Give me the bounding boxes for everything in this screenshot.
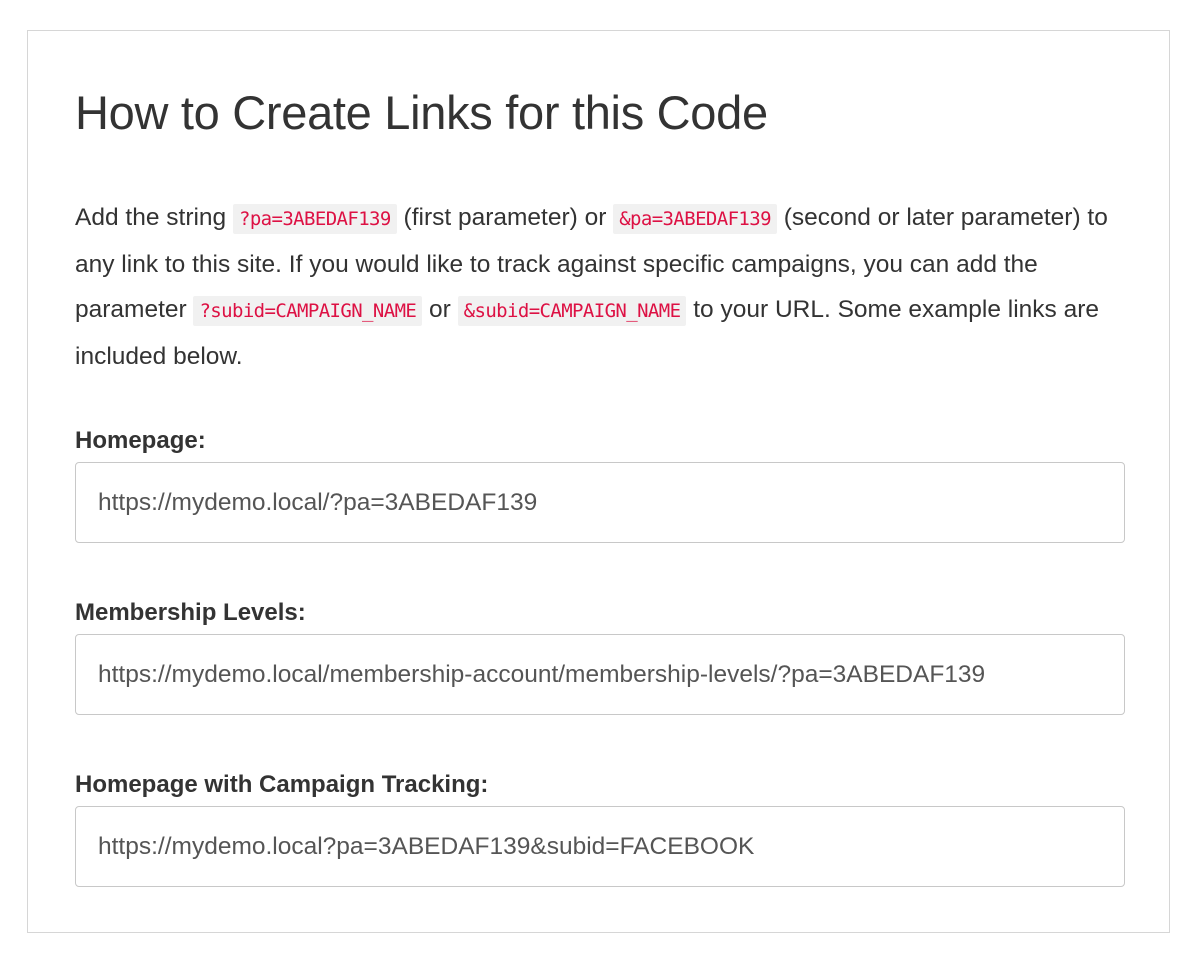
subid-first-code: ?subid=CAMPAIGN_NAME xyxy=(193,296,423,326)
first-param-code: ?pa=3ABEDAF139 xyxy=(232,204,397,234)
membership-levels-label: Membership Levels: xyxy=(75,599,306,626)
homepage-link-input[interactable] xyxy=(75,462,1125,543)
instructions-paragraph: Add the string ?pa=3ABEDAF139 (first par… xyxy=(75,195,1135,379)
page-title: How to Create Links for this Code xyxy=(75,86,768,139)
instructions-text: or xyxy=(422,296,458,323)
membership-levels-link-input[interactable] xyxy=(75,634,1125,715)
instructions-text: Add the string xyxy=(75,204,233,231)
campaign-tracking-link-input[interactable] xyxy=(75,806,1125,887)
campaign-tracking-label: Homepage with Campaign Tracking: xyxy=(75,771,489,798)
instructions-text: to your URL. Some example links are incl… xyxy=(75,296,1100,370)
instructions-text: (first parameter) or xyxy=(396,204,614,231)
later-param-code: &pa=3ABEDAF139 xyxy=(613,204,777,234)
subid-later-code: &subid=CAMPAIGN_NAME xyxy=(457,296,687,326)
homepage-label: Homepage: xyxy=(75,427,206,454)
instructions-text: (second or later parameter) to any link … xyxy=(75,204,1108,323)
links-panel: How to Create Links for this Code Add th… xyxy=(27,30,1170,933)
